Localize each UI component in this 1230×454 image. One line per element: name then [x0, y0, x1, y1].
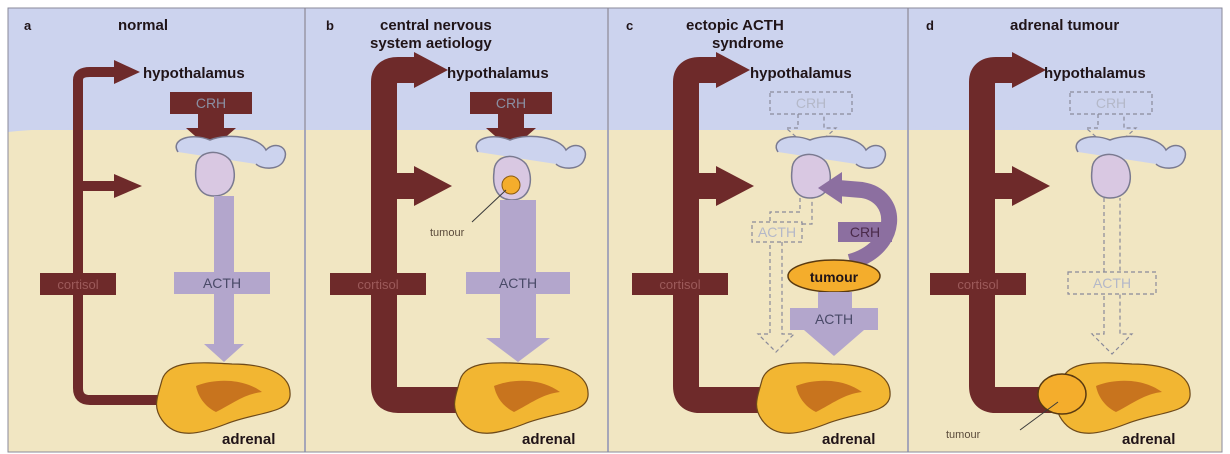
- adrenal-label: adrenal: [222, 431, 275, 448]
- crh-label: CRH: [196, 95, 226, 111]
- crh-label: CRH: [1096, 95, 1126, 111]
- panel-c-title-line1: ectopic ACTH: [686, 17, 784, 34]
- crh-label: CRH: [796, 95, 826, 111]
- panel-b-title-line1: central nervous: [380, 17, 492, 34]
- acth-label: ACTH: [815, 311, 853, 327]
- pituitary-gland: [1092, 154, 1131, 198]
- acth-shaft: [214, 196, 234, 346]
- adrenal-label: adrenal: [1122, 431, 1175, 448]
- cortisol-label: cortisol: [957, 277, 998, 292]
- panel-c-letter: c: [626, 18, 633, 33]
- panel-b-title-line2: system aetiology: [370, 35, 492, 52]
- adrenal-label: adrenal: [522, 431, 575, 448]
- panel-d-letter: d: [926, 18, 934, 33]
- adrenal-label: adrenal: [822, 431, 875, 448]
- panel-a-title: normal: [118, 17, 168, 34]
- pituitary-gland: [196, 152, 235, 196]
- tumour-label: tumour: [810, 269, 859, 285]
- crh-loop-label: CRH: [850, 224, 880, 240]
- tumour-label: tumour: [430, 227, 465, 239]
- hypothalamus-label: hypothalamus: [1044, 65, 1146, 82]
- cortisol-label: cortisol: [659, 277, 700, 292]
- acth-label: ACTH: [1093, 275, 1131, 291]
- hypothalamus-label: hypothalamus: [447, 65, 549, 82]
- panel-d-title: adrenal tumour: [1010, 17, 1119, 34]
- cortisol-label: cortisol: [357, 277, 398, 292]
- panel-b-letter: b: [326, 18, 334, 33]
- cortisol-label: cortisol: [57, 277, 98, 292]
- acth-shaft: [500, 200, 536, 340]
- tumour-label: tumour: [946, 429, 981, 441]
- hypothalamus-label: hypothalamus: [143, 65, 245, 82]
- hypothalamus-label: hypothalamus: [750, 65, 852, 82]
- panel-a-letter: a: [24, 18, 32, 33]
- adrenal-tumour: [1038, 374, 1086, 414]
- acth-dashed-label: ACTH: [758, 224, 796, 240]
- crh-label: CRH: [496, 95, 526, 111]
- acth-label: ACTH: [203, 275, 241, 291]
- acth-label: ACTH: [499, 275, 537, 291]
- panel-c-title-line2: syndrome: [712, 35, 784, 52]
